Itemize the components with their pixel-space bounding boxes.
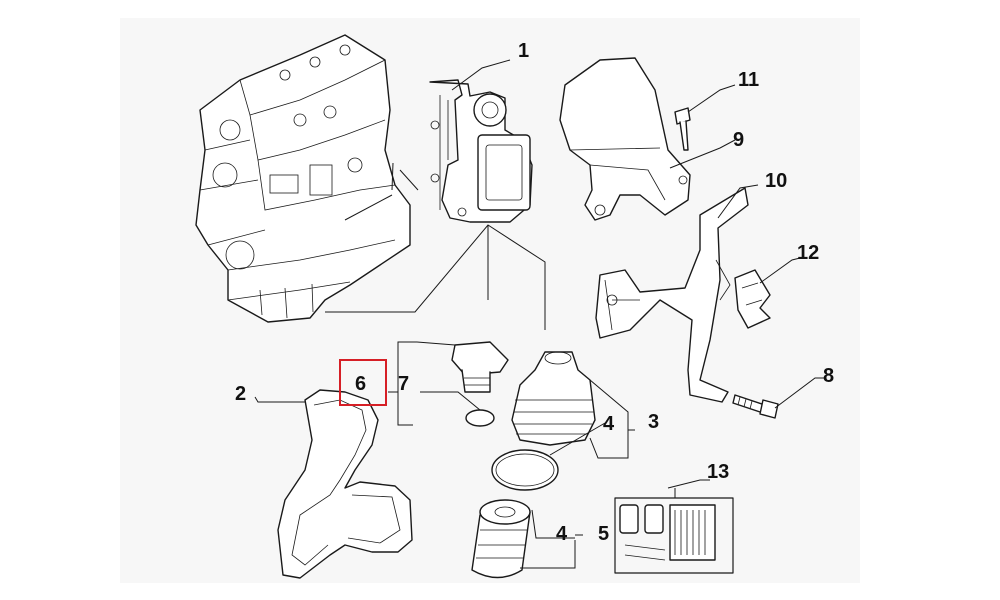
engine-cover [559, 57, 691, 221]
callout-8[interactable]: 8 [823, 365, 834, 387]
callout-4-upper[interactable]: 4 [603, 413, 615, 435]
callout-5[interactable]: 5 [598, 523, 609, 545]
o-ring-4 [491, 449, 559, 491]
bracket [595, 187, 749, 403]
callout-4-lower[interactable]: 4 [556, 523, 568, 545]
callout-13[interactable]: 13 [707, 461, 729, 483]
filter-kit [614, 497, 734, 574]
leader-lines [254, 59, 825, 569]
filler-cap [451, 341, 509, 393]
callout-1[interactable]: 1 [518, 40, 529, 62]
filter-housing-cap [511, 351, 596, 446]
oil-filter-element [471, 499, 531, 579]
callout-9[interactable]: 9 [733, 129, 744, 151]
callout-3[interactable]: 3 [648, 411, 659, 433]
callout-6[interactable]: 6 [355, 373, 366, 395]
engine-block [195, 34, 411, 323]
callout-6-highlight-box [339, 359, 387, 406]
callout-10[interactable]: 10 [765, 170, 787, 192]
oil-filter-housing [429, 79, 533, 223]
callout-2[interactable]: 2 [235, 383, 246, 405]
o-ring-7 [465, 409, 495, 427]
bolt-8 [732, 394, 779, 419]
callout-7[interactable]: 7 [398, 373, 409, 395]
bolt-11 [674, 107, 691, 151]
clip-12 [734, 269, 771, 329]
callout-12[interactable]: 12 [797, 242, 819, 264]
gasket [277, 389, 413, 579]
callout-11[interactable]: 11 [738, 69, 759, 91]
